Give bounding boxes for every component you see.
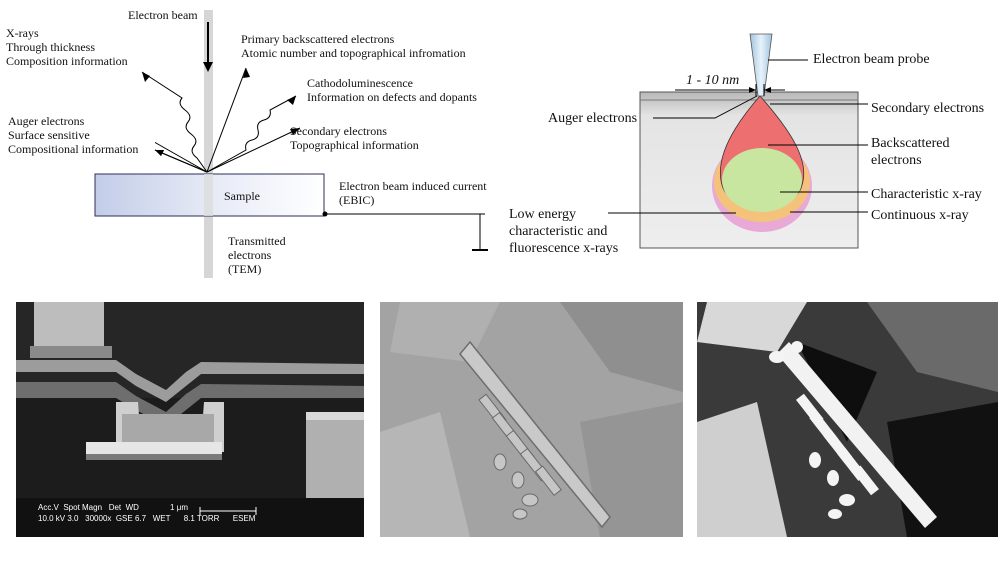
sample-label: Sample [224, 189, 260, 203]
interaction-volume-diagram [608, 33, 868, 249]
ebic-label: Electron beam induced current(EBIC) [339, 179, 487, 207]
bse-dendrite-image [697, 302, 998, 537]
characteristic-xray-label: Characteristic x-ray [871, 187, 982, 202]
secondary-electrons-label-right: Secondary electrons [871, 101, 985, 116]
cathodo-wave [206, 95, 297, 173]
electron-beam-label: Electron beam [128, 8, 198, 22]
backscatter-arrow [206, 67, 247, 173]
signals-diagram-graphics [65, 10, 488, 278]
auger-electrons-label-right: Auger electrons [548, 111, 638, 126]
electron-probe [749, 33, 773, 97]
xray-wave [141, 71, 208, 173]
probe-size-label: 1 - 10 nm [686, 73, 740, 88]
sem-databar-line2: 10.0 kV 3.0 30000x GSE 6.7 WET 8.1 TORR … [38, 514, 256, 523]
characteristic-xray-region [722, 148, 802, 212]
beam-column [204, 10, 213, 278]
sem-databar-line1: Acc.V Spot Magn Det WD 1 μm [38, 503, 188, 512]
continuous-xray-label: Continuous x-ray [871, 208, 969, 223]
mask [60, 88, 155, 148]
se-dendrite-image [380, 302, 683, 537]
auger-arrow [154, 149, 208, 173]
probe-label: Electron beam probe [813, 52, 930, 67]
sem-cross-section-image: Acc.V Spot Magn Det WD 1 μm 10.0 kV 3.0 … [16, 302, 364, 537]
